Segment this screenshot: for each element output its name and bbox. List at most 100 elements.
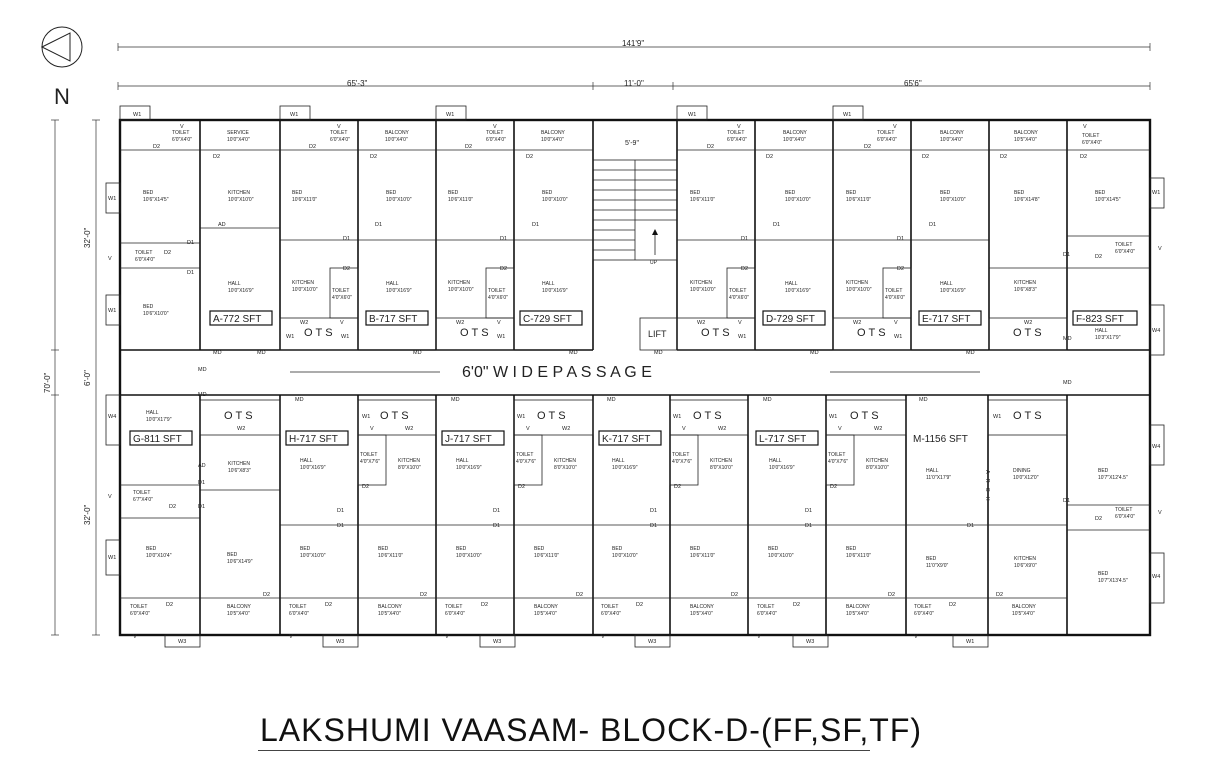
svg-text:6'0"X4'0": 6'0"X4'0": [877, 137, 897, 143]
svg-text:KITCHEN: KITCHEN: [228, 461, 250, 467]
svg-text:V: V: [445, 634, 449, 640]
svg-text:AD: AD: [198, 463, 206, 469]
svg-text:10'0"X17'9": 10'0"X17'9": [146, 417, 172, 423]
svg-text:D1: D1: [805, 523, 812, 529]
svg-text:D2: D2: [1000, 154, 1007, 160]
unit-m: M-1156 SFT: [913, 434, 968, 445]
svg-text:D2: D2: [343, 266, 350, 272]
svg-text:10'0"X10'0": 10'0"X10'0": [292, 287, 318, 293]
svg-text:D1: D1: [650, 523, 657, 529]
svg-text:HALL: HALL: [769, 458, 782, 464]
svg-text:MD: MD: [257, 350, 266, 356]
svg-text:HALL: HALL: [386, 281, 399, 287]
svg-text:10'6"X14'5": 10'6"X14'5": [143, 197, 169, 203]
svg-text:BED: BED: [612, 546, 623, 552]
top-depth-dim: 32'-0": [83, 227, 92, 248]
svg-text:BED: BED: [292, 190, 303, 196]
svg-text:8'0"X10'0": 8'0"X10'0": [710, 465, 733, 471]
svg-text:TOILET: TOILET: [130, 604, 147, 610]
svg-text:W1: W1: [362, 414, 370, 420]
svg-text:KITCHEN: KITCHEN: [398, 458, 420, 464]
unit-d: D-729 SFT: [766, 314, 815, 325]
up-label: UP: [650, 260, 658, 266]
svg-text:OTS: OTS: [380, 410, 412, 422]
svg-text:D1: D1: [198, 480, 205, 486]
svg-text:D1: D1: [967, 523, 974, 529]
svg-text:V: V: [737, 124, 741, 130]
svg-text:6'0"X4'0": 6'0"X4'0": [486, 137, 506, 143]
svg-text:10'0"X16'9": 10'0"X16'9": [386, 288, 412, 294]
unit-h: H-717 SFT: [289, 434, 338, 445]
svg-text:D1: D1: [773, 222, 780, 228]
svg-text:D1: D1: [929, 222, 936, 228]
svg-text:MD: MD: [198, 392, 207, 398]
unit-k: K-717 SFT: [602, 434, 650, 445]
svg-text:10'6"X11'0": 10'6"X11'0": [846, 197, 871, 203]
left-wing-dim: 65'-3": [347, 79, 368, 88]
svg-text:4'0"X6'0": 4'0"X6'0": [729, 295, 749, 301]
svg-text:6'0"X4'0": 6'0"X4'0": [1115, 514, 1135, 520]
lift-shaft: [639, 317, 678, 351]
svg-text:V: V: [914, 634, 918, 640]
svg-text:D2: D2: [481, 602, 488, 608]
svg-text:OTS: OTS: [537, 410, 569, 422]
svg-text:D2: D2: [1080, 154, 1087, 160]
svg-text:10'6"X10'0": 10'6"X10'0": [143, 311, 169, 317]
svg-text:W1: W1: [993, 414, 1001, 420]
svg-text:BED: BED: [1098, 571, 1109, 577]
svg-text:BALCONY: BALCONY: [541, 130, 566, 136]
svg-text:10'5"X4'0": 10'5"X4'0": [690, 611, 713, 617]
svg-text:V: V: [497, 320, 501, 326]
svg-text:10'0"X4'0": 10'0"X4'0": [783, 137, 806, 143]
svg-text:DINING: DINING: [1013, 468, 1031, 474]
svg-text:4'0"X7'6": 4'0"X7'6": [828, 459, 848, 465]
svg-text:10'5"X4'0": 10'5"X4'0": [378, 611, 401, 617]
svg-text:HALL: HALL: [542, 281, 555, 287]
svg-text:V: V: [370, 426, 374, 432]
svg-text:TOILET: TOILET: [729, 288, 746, 294]
svg-text:W2: W2: [853, 320, 861, 326]
svg-text:10'0"X10'0": 10'0"X10'0": [386, 197, 412, 203]
svg-text:MD: MD: [607, 397, 616, 403]
svg-text:TOILET: TOILET: [133, 490, 150, 496]
svg-text:BED: BED: [143, 190, 154, 196]
svg-text:MD: MD: [213, 350, 222, 356]
svg-text:V: V: [894, 320, 898, 326]
svg-text:10'0"X16'9": 10'0"X16'9": [785, 288, 811, 294]
svg-text:V: V: [289, 634, 293, 640]
svg-text:6'0"X4'0": 6'0"X4'0": [757, 611, 777, 617]
svg-text:BED: BED: [690, 190, 701, 196]
svg-text:OTS: OTS: [1013, 327, 1045, 339]
svg-text:W3: W3: [806, 639, 814, 645]
staircase: [592, 159, 678, 261]
svg-text:D2: D2: [897, 266, 904, 272]
svg-text:TOILET: TOILET: [360, 452, 377, 458]
svg-text:AD: AD: [218, 222, 226, 228]
svg-text:KITCHEN: KITCHEN: [448, 280, 470, 286]
svg-text:KITCHEN: KITCHEN: [866, 458, 888, 464]
svg-text:SERVICE: SERVICE: [227, 130, 250, 136]
svg-text:10'5"X4'0": 10'5"X4'0": [227, 611, 250, 617]
lift-label: LIFT: [648, 329, 667, 339]
svg-text:BALCONY: BALCONY: [783, 130, 808, 136]
unit-l: L-717 SFT: [759, 434, 806, 445]
svg-text:10'6"X11'0": 10'6"X11'0": [292, 197, 317, 203]
svg-text:D2: D2: [526, 154, 533, 160]
svg-text:MD: MD: [654, 350, 663, 356]
svg-text:V: V: [180, 124, 184, 130]
svg-text:V: V: [133, 634, 137, 640]
svg-text:W3: W3: [336, 639, 344, 645]
svg-text:OTS: OTS: [850, 410, 882, 422]
svg-text:W1: W1: [290, 112, 298, 118]
unit-g: G-811 SFT: [133, 434, 182, 445]
svg-text:BED: BED: [768, 546, 779, 552]
svg-text:V: V: [738, 320, 742, 326]
svg-text:D1: D1: [337, 508, 344, 514]
svg-text:10'0"X10'0": 10'0"X10'0": [542, 197, 568, 203]
svg-text:D2: D2: [864, 144, 871, 150]
svg-text:TOILET: TOILET: [330, 130, 347, 136]
svg-text:6'0"X4'0": 6'0"X4'0": [601, 611, 621, 617]
svg-text:V: V: [1083, 124, 1087, 130]
svg-text:W2: W2: [697, 320, 705, 326]
